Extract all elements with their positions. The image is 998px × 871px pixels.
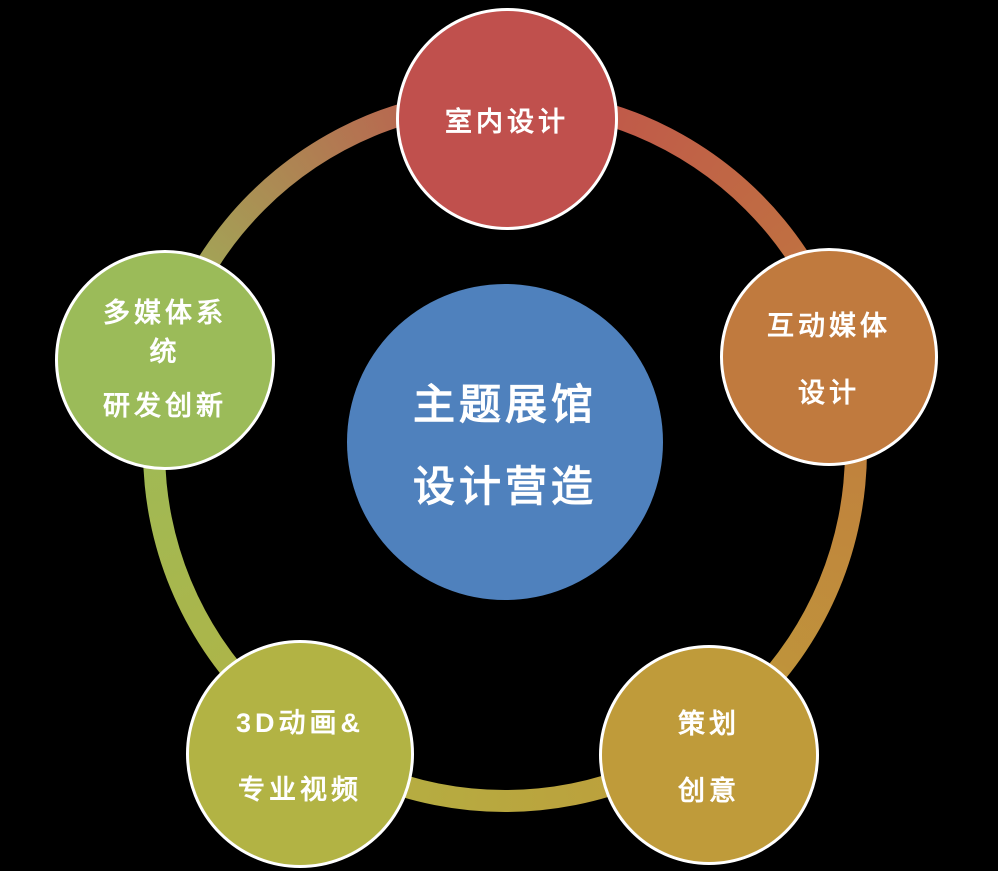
node-interactive-media-label-line-2: 设计	[798, 378, 860, 408]
node-multimedia-system: 多媒体系 统 研发创新	[55, 250, 275, 470]
node-interactive-media-label-line-1: 互动媒体	[767, 311, 891, 341]
node-multimedia-system-label-line-1: 多媒体系	[103, 297, 227, 328]
node-planning-creativity-label-line-1: 策划	[678, 709, 740, 739]
node-animation-video: 3D动画& 专业视频	[186, 640, 414, 868]
node-animation-video-label-line-1: 3D动画&	[235, 708, 364, 738]
node-interior-design: 室内设计	[396, 8, 618, 230]
node-interior-design-label: 室内设计	[445, 106, 569, 137]
node-animation-video-label-line-2: 专业视频	[238, 775, 362, 805]
node-interactive-media: 互动媒体 设计	[720, 248, 938, 466]
node-planning-creativity-label-line-2: 创意	[678, 776, 740, 806]
center-label-line-1: 主题展馆	[412, 380, 597, 428]
node-multimedia-system-label-line-3: 研发创新	[103, 391, 227, 422]
center-label-line-2: 设计营造	[412, 462, 597, 510]
node-planning-creativity: 策划 创意	[599, 645, 819, 865]
center-circle: 主题展馆 设计营造	[347, 284, 663, 600]
node-multimedia-system-label-line-2: 统	[149, 336, 181, 367]
